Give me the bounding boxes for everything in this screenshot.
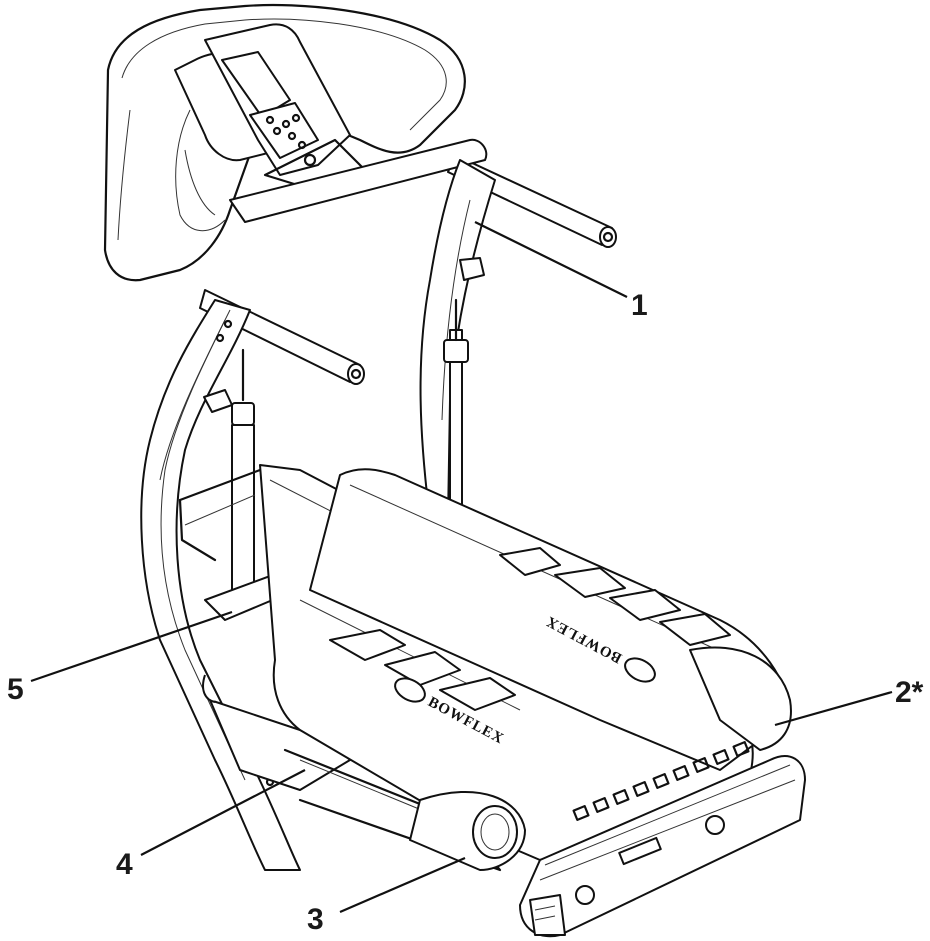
rear-wheel-right [705,815,725,835]
left-hydraulic-cylinder [203,348,255,608]
callout-1: 1 [631,289,648,322]
callout-2: 2* [895,676,924,709]
leader-4 [140,769,306,856]
rear-wheel-left [575,885,595,905]
leader-3 [339,856,466,914]
right-upright [419,159,506,561]
leader-5 [30,610,233,683]
console-display [204,23,367,197]
callout-3: 3 [307,903,324,936]
callout-leaders [30,221,893,914]
leader-1 [474,221,628,298]
rear-vents [572,741,750,821]
callout-4: 4 [116,848,133,881]
right-tread [309,468,792,771]
callout-5: 5 [7,673,24,706]
leader-2 [774,690,893,727]
rear-base [519,741,806,938]
